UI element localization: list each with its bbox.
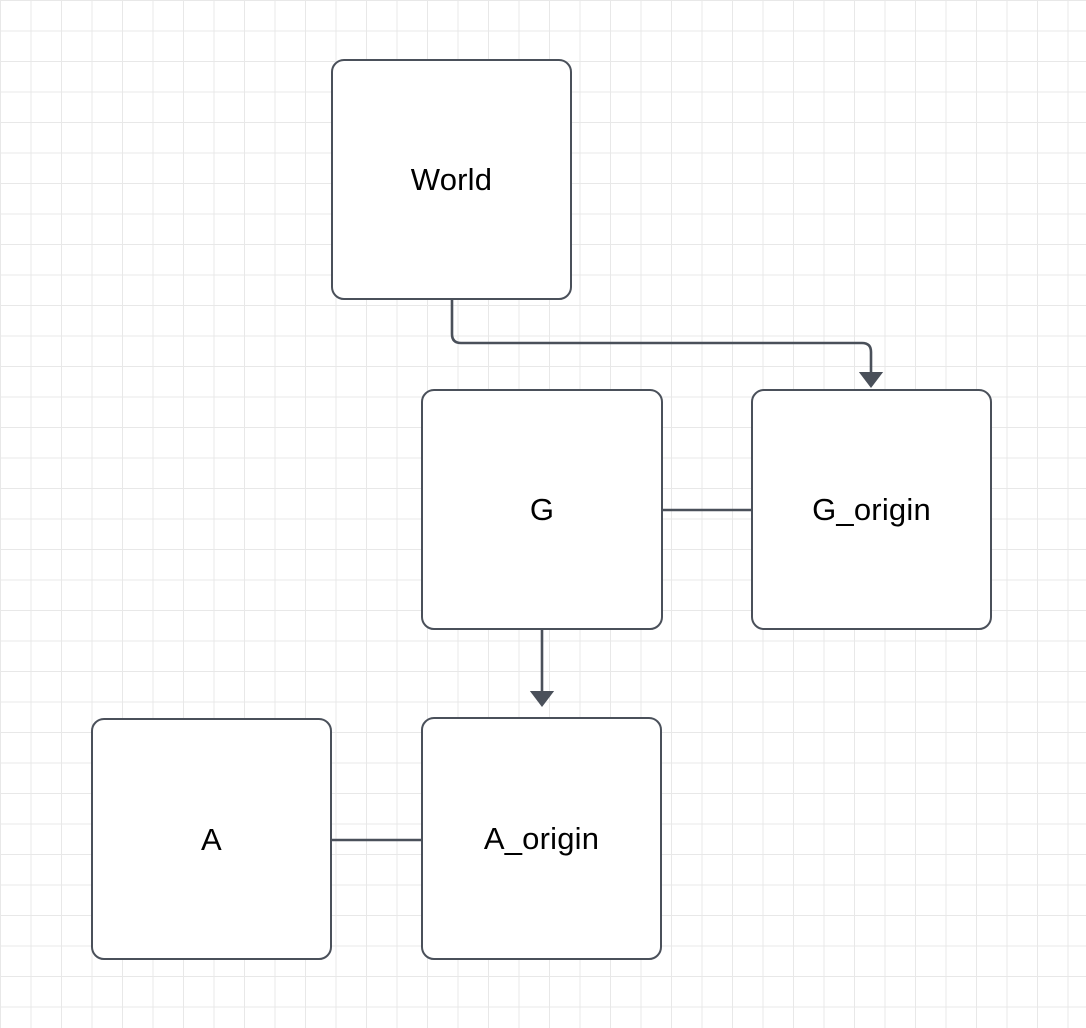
node-g-origin-label: G_origin bbox=[812, 492, 931, 527]
node-a[interactable]: A bbox=[91, 718, 332, 960]
node-g[interactable]: G bbox=[421, 389, 663, 630]
node-a-origin-label: A_origin bbox=[483, 821, 600, 856]
node-g-label: G bbox=[529, 492, 555, 527]
edge-world-to-g-origin bbox=[450, 300, 884, 388]
node-a-origin[interactable]: A_origin bbox=[421, 717, 662, 960]
node-g-origin[interactable]: G_origin bbox=[751, 389, 992, 630]
node-world[interactable]: World bbox=[331, 59, 572, 300]
node-world-label: World bbox=[410, 162, 493, 197]
node-a-label: A bbox=[201, 821, 222, 857]
